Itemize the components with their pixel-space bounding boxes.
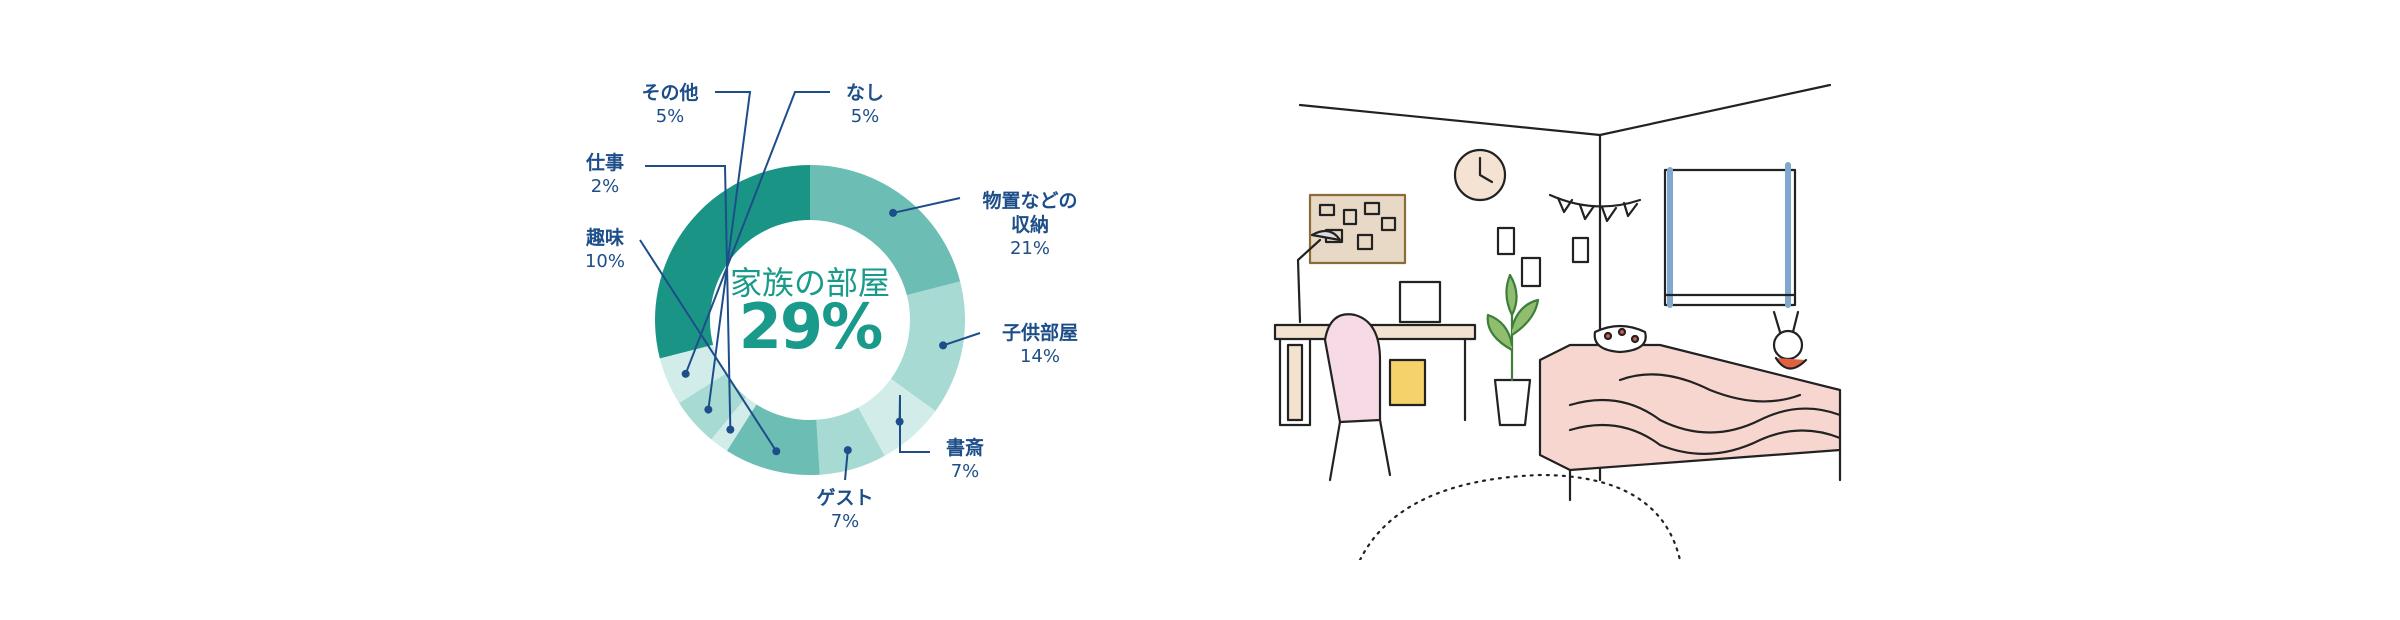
leader-line-kids-room xyxy=(942,332,981,347)
slice-label-guest: ゲスト 7% xyxy=(816,487,874,532)
donut-slice-storage xyxy=(810,165,961,296)
center-value: 29% xyxy=(738,290,883,363)
slice-label-none: なし 5% xyxy=(845,82,884,127)
center-label: 家族の部屋 xyxy=(729,264,890,302)
donut-slice-kids-room xyxy=(890,281,966,412)
bedroom-illustration-icon xyxy=(1273,83,1842,560)
leader-line-guest xyxy=(844,450,849,481)
donut-chart-area: 家族の部屋 29% 物置などの収納 21% 子供部屋 14% 書斎 7% ゲスト… xyxy=(584,82,1078,532)
donut-slice-family-room xyxy=(655,165,810,359)
donut-slice-none xyxy=(659,344,726,404)
leader-line-other xyxy=(707,91,752,410)
leader-line-none xyxy=(684,91,830,375)
leader-line-storage xyxy=(892,197,961,214)
slice-label-kids-room: 子供部屋 14% xyxy=(1001,322,1078,367)
slice-label-other: その他 5% xyxy=(641,82,699,127)
leader-line-work xyxy=(645,165,732,430)
donut-chart xyxy=(639,91,981,481)
leader-line-hobby xyxy=(639,239,778,452)
slice-label-hobby: 趣味 10% xyxy=(584,227,625,272)
slice-label-work: 仕事 2% xyxy=(585,152,624,197)
slice-label-storage: 物置などの収納 21% xyxy=(982,190,1078,259)
donut-slice-study xyxy=(858,378,936,456)
donut-slice-guest xyxy=(816,407,885,475)
donut-slice-hobby xyxy=(726,404,820,476)
leader-line-study xyxy=(898,394,930,453)
donut-slice-work xyxy=(711,397,757,451)
slice-label-study: 書斎 7% xyxy=(945,437,984,482)
